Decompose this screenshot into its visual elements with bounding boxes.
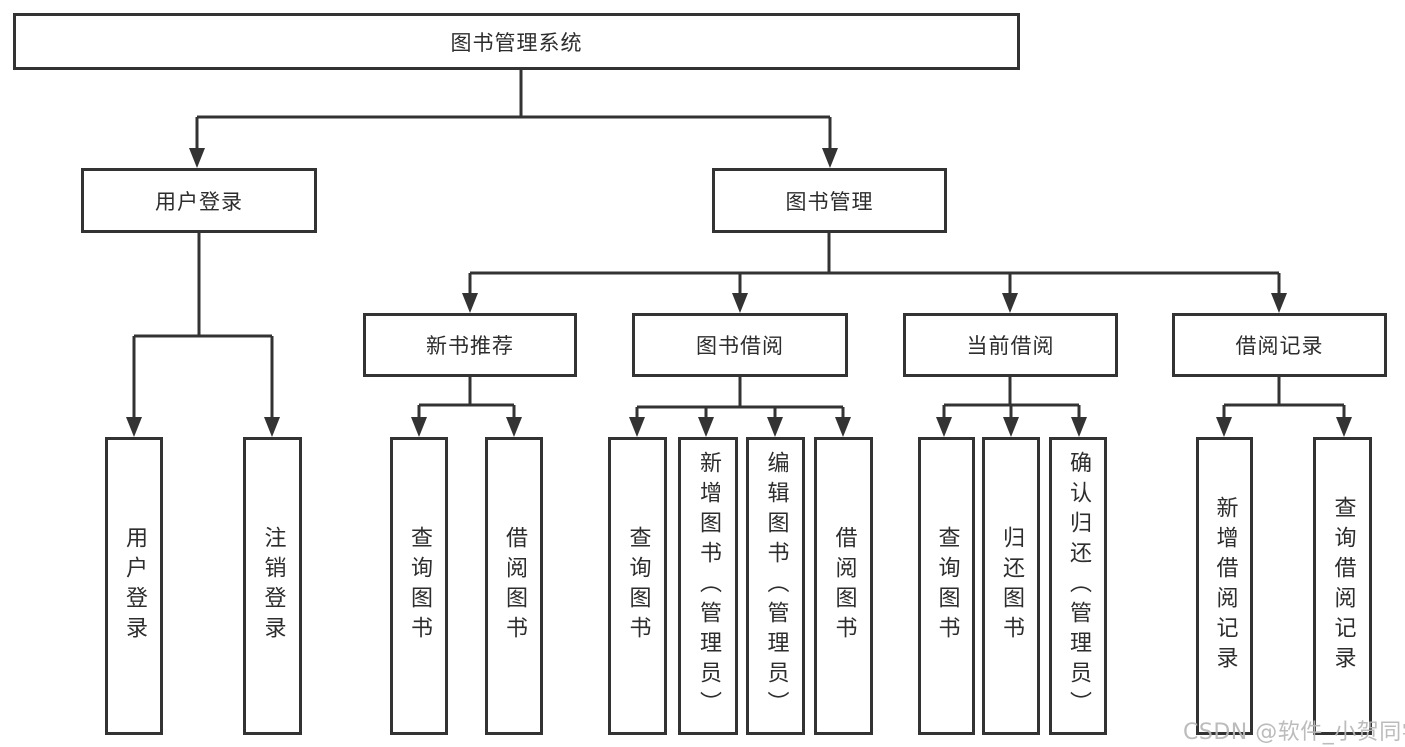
connector-new-book-children xyxy=(417,377,516,419)
node-library-system-root: 图书管理系统 xyxy=(13,13,1020,70)
connector-user-login-children xyxy=(132,232,274,419)
leaf-add-borrow-record: 新增借阅记录 xyxy=(1196,437,1253,735)
leaf-user-login: 用户登录 xyxy=(105,437,163,735)
node-new-book-recommend: 新书推荐 xyxy=(363,313,577,377)
leaf-add-book-admin: 新增图书（管理员） xyxy=(678,437,738,735)
leaf-edit-book-admin: 编辑图书（管理员） xyxy=(746,437,805,735)
csdn-watermark: CSDN @软件_小贺同学 xyxy=(1183,720,1405,745)
connector-current-borrow-children xyxy=(942,377,1081,419)
leaf-confirm-return-admin: 确认归还（管理员） xyxy=(1049,437,1107,735)
arrowheads xyxy=(126,148,1352,437)
node-book-borrow: 图书借阅 xyxy=(632,313,848,377)
leaf-query-books-borrow: 查询图书 xyxy=(608,437,667,735)
node-user-login: 用户登录 xyxy=(81,168,317,233)
leaf-return-book: 归还图书 xyxy=(982,437,1040,735)
connector-book-management-children xyxy=(468,232,1281,295)
node-borrow-records: 借阅记录 xyxy=(1172,313,1387,377)
leaf-borrow-books-recommend: 借阅图书 xyxy=(485,437,543,735)
connector-borrow-records-children xyxy=(1222,377,1346,419)
leaf-logout: 注销登录 xyxy=(243,437,302,735)
leaf-query-books-recommend: 查询图书 xyxy=(390,437,448,735)
node-current-borrow: 当前借阅 xyxy=(903,313,1118,377)
leaf-query-borrow-record: 查询借阅记录 xyxy=(1313,437,1372,735)
node-book-management: 图书管理 xyxy=(712,168,947,233)
connector-book-borrow-children xyxy=(635,377,845,419)
connector-root-to-level2 xyxy=(195,70,832,150)
leaf-borrow-books: 借阅图书 xyxy=(814,437,873,735)
leaf-query-books-current: 查询图书 xyxy=(918,437,975,735)
